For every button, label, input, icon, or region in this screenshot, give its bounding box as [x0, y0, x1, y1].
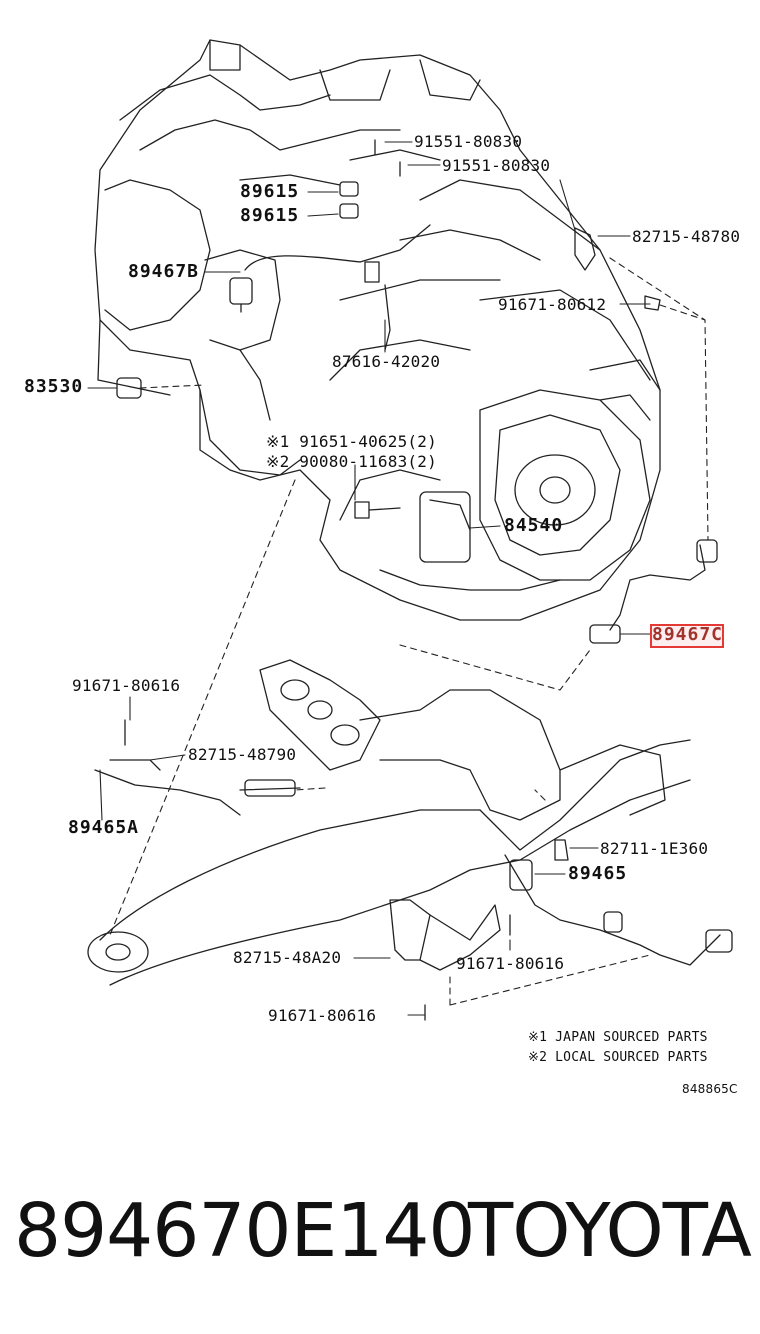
highlighted-part-label-89467c[interactable]: 89467C	[650, 624, 724, 648]
part-label-89467b[interactable]: 89467B	[128, 261, 200, 282]
part-label-91651-40625[interactable]: ※1 91651-40625(2)	[266, 432, 437, 451]
part-label-83530[interactable]: 83530	[24, 376, 84, 397]
part-label-87616-42020[interactable]: 87616-42020	[332, 352, 441, 371]
part-label-82711-1e360[interactable]: 82711-1E360	[600, 839, 709, 858]
parts-exploded-diagram	[87, 39, 733, 1021]
part-label-90080-11683[interactable]: ※2 90080-11683(2)	[266, 452, 437, 471]
callout-leader-lines	[87, 141, 651, 1016]
part-label-91671-80616[interactable]: 91671-80616	[268, 1006, 377, 1025]
sensor-wiring-drawing	[116, 139, 718, 644]
part-label-89615[interactable]: 89615	[240, 205, 300, 226]
diagram-code: 848865C	[682, 1082, 738, 1096]
part-label-91671-80616[interactable]: 91671-80616	[456, 954, 565, 973]
note-local-sourced: ※2 LOCAL SOURCED PARTS	[528, 1050, 708, 1065]
part-label-89615[interactable]: 89615	[240, 181, 300, 202]
part-label-91671-80612[interactable]: 91671-80612	[498, 295, 607, 314]
engine-assembly-drawing	[94, 39, 661, 621]
part-label-91671-80616[interactable]: 91671-80616	[72, 676, 181, 695]
part-label-84540[interactable]: 84540	[504, 515, 564, 536]
part-label-91551-80830[interactable]: 91551-80830	[442, 156, 551, 175]
part-label-82715-48790[interactable]: 82715-48790	[188, 745, 297, 764]
part-label-89465a[interactable]: 89465A	[68, 817, 140, 838]
exhaust-pipe-drawing	[87, 319, 733, 1021]
part-label-91551-80830[interactable]: 91551-80830	[414, 132, 523, 151]
part-label-89465[interactable]: 89465	[568, 863, 628, 884]
part-number-title: 894670E140	[14, 1188, 475, 1274]
part-label-82715-48780[interactable]: 82715-48780	[632, 227, 741, 246]
dashed-guide-lines	[109, 257, 709, 1006]
note-japan-sourced: ※1 JAPAN SOURCED PARTS	[528, 1030, 708, 1045]
part-label-82715-48a20[interactable]: 82715-48A20	[233, 948, 342, 967]
brand-name: TOYOTA	[468, 1188, 752, 1274]
